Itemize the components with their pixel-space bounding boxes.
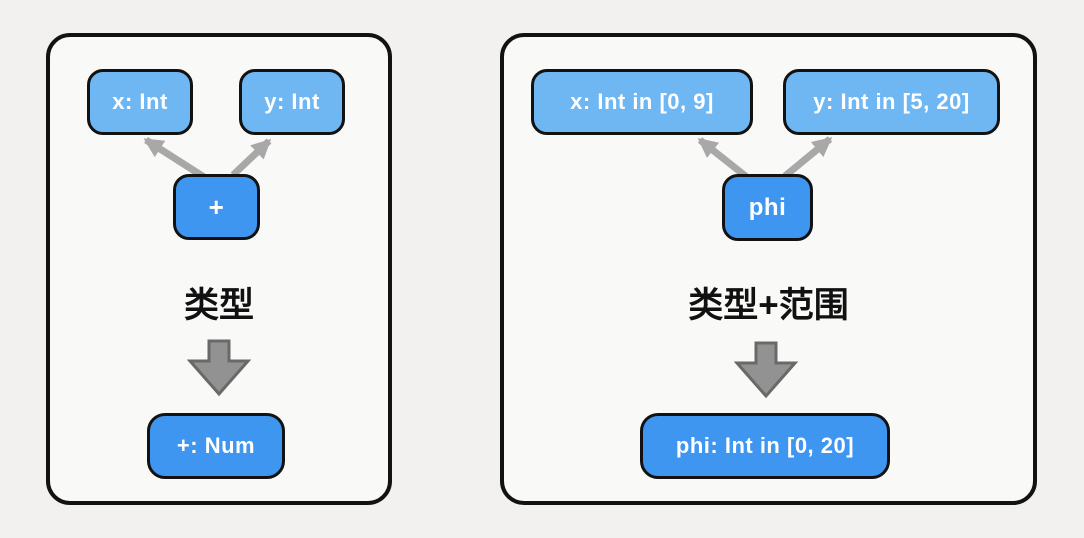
panel-caption: 类型 <box>183 286 254 325</box>
operator-node-label: phi <box>748 193 787 221</box>
input-node-x-label: x: Int in [0, 9] <box>570 89 714 114</box>
panel-caption: 类型+范围 <box>688 286 849 325</box>
panel-type-analysis: x: Int y: Int + 类型 +: Num <box>46 33 392 505</box>
down-arrow-icon <box>734 341 798 399</box>
input-node-y: y: Int <box>239 69 345 135</box>
input-node-x: x: Int <box>87 69 193 135</box>
panel-type-range-analysis: x: Int in [0, 9] y: Int in [5, 20] phi 类… <box>500 33 1037 505</box>
input-node-x-label: x: Int <box>112 89 168 114</box>
input-node-y-label: y: Int in [5, 20] <box>813 89 970 114</box>
result-node: +: Num <box>147 413 285 479</box>
merge-edge-arrows-icon <box>697 136 833 181</box>
operator-node: phi <box>722 174 813 241</box>
result-node-label: phi: Int in [0, 20] <box>675 433 855 458</box>
operator-node: + <box>173 174 260 240</box>
merge-edge-arrows-icon <box>143 137 272 180</box>
input-node-y-label: y: Int <box>264 89 320 114</box>
result-node: phi: Int in [0, 20] <box>640 413 890 479</box>
operator-node-label: + <box>208 191 225 222</box>
input-node-y: y: Int in [5, 20] <box>783 69 1000 135</box>
down-arrow-icon <box>187 339 251 397</box>
result-node-label: +: Num <box>176 433 256 458</box>
input-node-x: x: Int in [0, 9] <box>531 69 753 135</box>
